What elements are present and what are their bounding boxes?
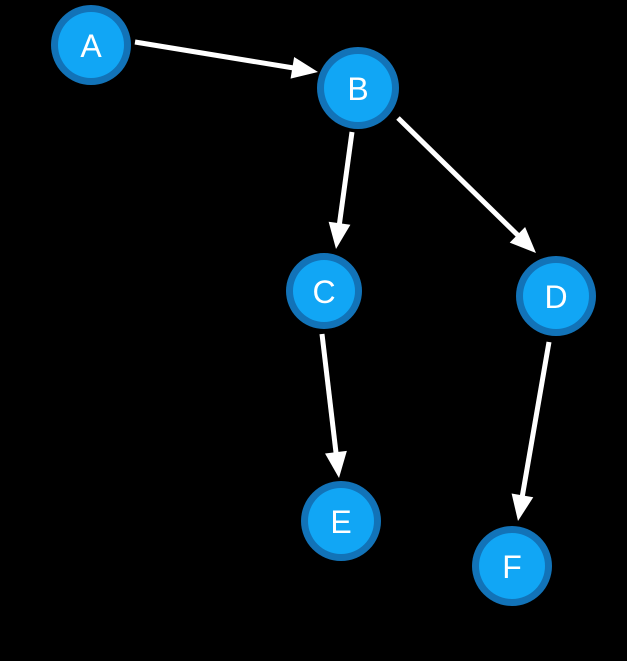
edge-line <box>518 341 552 502</box>
edge-line <box>319 333 340 459</box>
node-label: C <box>312 274 335 310</box>
node-fill <box>308 488 374 554</box>
edges-layer <box>134 39 552 521</box>
edge-line <box>134 39 299 72</box>
edge-arrowhead <box>509 226 536 253</box>
edge-arrowhead <box>325 450 347 478</box>
node-fill <box>293 260 355 322</box>
node-fill <box>58 12 124 78</box>
graph-node-a[interactable]: A <box>51 5 131 85</box>
graph-edge <box>319 333 347 478</box>
graph-node-f[interactable]: F <box>472 526 552 606</box>
edge-arrowhead <box>328 221 351 249</box>
node-label: B <box>347 71 368 107</box>
node-label: D <box>544 279 567 315</box>
edge-line <box>396 116 524 241</box>
graph-edge <box>511 341 552 521</box>
nodes-layer: A B C D E F <box>51 5 596 606</box>
graph-node-b[interactable]: B <box>317 47 399 129</box>
node-label: A <box>80 28 102 64</box>
graph-node-e[interactable]: E <box>301 481 381 561</box>
graph-node-d[interactable]: D <box>516 256 596 336</box>
node-fill <box>523 263 589 329</box>
graph-edge <box>134 39 318 79</box>
node-fill <box>324 54 392 122</box>
node-label: E <box>330 504 351 540</box>
graph-edge <box>328 131 355 249</box>
graph-edge <box>396 116 536 253</box>
node-label: F <box>502 549 522 585</box>
node-fill <box>479 533 545 599</box>
edge-arrowhead <box>290 56 318 79</box>
graph-node-c[interactable]: C <box>286 253 362 329</box>
edge-arrowhead <box>511 493 534 521</box>
edge-line <box>336 131 355 230</box>
